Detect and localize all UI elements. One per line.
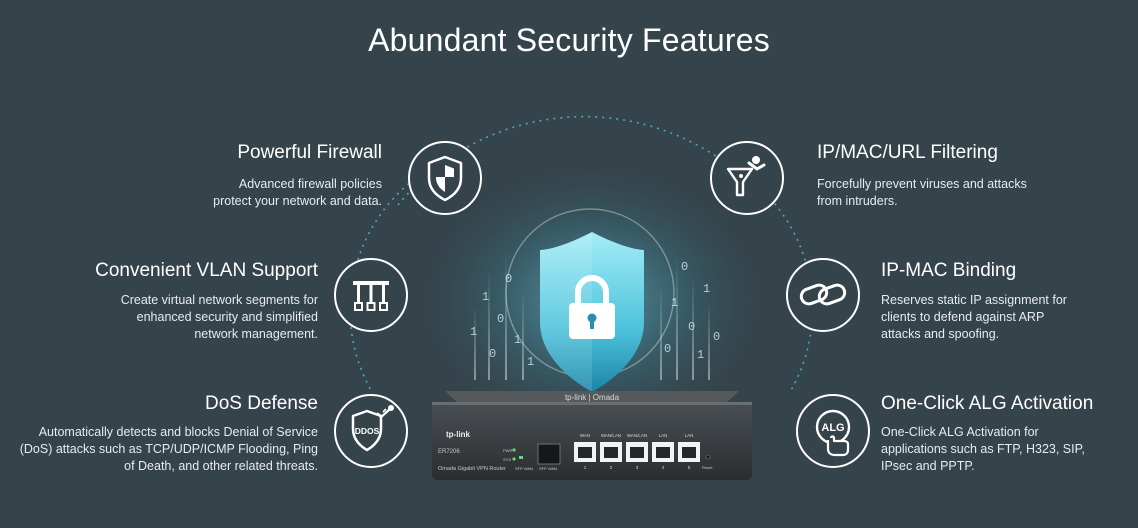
reset-pinhole — [705, 454, 711, 460]
router-top-brand: tp-link | Omada — [565, 393, 620, 402]
page-title: Abundant Security Features — [368, 22, 770, 58]
svg-text:3: 3 — [636, 465, 639, 470]
router-brand: tp-link — [446, 430, 471, 439]
svg-text:0: 0 — [681, 260, 688, 274]
feature-title: Powerful Firewall — [237, 142, 382, 163]
svg-text:DDOS: DDOS — [355, 426, 380, 436]
left-dotted-arc — [349, 174, 421, 393]
svg-text:0: 0 — [489, 347, 496, 361]
router-device: tp-link | Omada tp-link ER7206 Omada Gig… — [432, 391, 752, 480]
svg-text:1: 1 — [470, 325, 477, 339]
filtering-icon-circle — [710, 141, 784, 215]
svg-text:LAN: LAN — [659, 433, 668, 438]
feature-description: Reserves static IP assignment for client… — [881, 293, 1067, 341]
ddos-shield-icon: DDOS — [351, 405, 394, 452]
feature-title: DoS Defense — [204, 393, 318, 414]
router-model: ER7206 — [438, 449, 460, 455]
svg-text:0: 0 — [497, 312, 504, 326]
alg-click-icon: ALG — [815, 409, 851, 457]
svg-text:Reset: Reset — [702, 465, 713, 470]
svg-text:SYS: SYS — [503, 457, 511, 462]
light-rays — [474, 250, 710, 380]
svg-text:1: 1 — [671, 296, 678, 310]
svg-text:0: 0 — [688, 320, 695, 334]
svg-text:1: 1 — [527, 355, 534, 369]
svg-text:PWR: PWR — [503, 448, 512, 453]
svg-text:1: 1 — [482, 290, 489, 304]
feature-description: One-Click ALG Activation for application… — [881, 425, 1085, 473]
feature-title: IP/MAC/URL Filtering — [817, 142, 998, 163]
svg-text:LAN: LAN — [685, 433, 694, 438]
svg-text:SFP WAN: SFP WAN — [539, 466, 557, 471]
svg-text:0: 0 — [664, 342, 671, 356]
svg-text:WAN/LAN: WAN/LAN — [601, 433, 621, 438]
svg-text:2: 2 — [610, 465, 613, 470]
chain-link-icon — [799, 283, 847, 306]
central-shield-lock — [540, 232, 644, 392]
svg-text:1: 1 — [514, 333, 521, 347]
feature-description: Forcefully prevent viruses and attacks f… — [817, 177, 1027, 208]
svg-text:ALG: ALG — [821, 422, 844, 434]
svg-text:4: 4 — [662, 465, 665, 470]
svg-text:1: 1 — [697, 348, 704, 362]
alg-icon-circle: ALG — [796, 394, 870, 468]
router-subtitle: Omada Gigabit VPN Router — [438, 466, 506, 472]
svg-text:5: 5 — [688, 465, 691, 470]
vlan-network-icon — [353, 281, 389, 311]
svg-text:WAN/LAN: WAN/LAN — [627, 433, 647, 438]
feature-title: Convenient VLAN Support — [95, 260, 318, 281]
svg-text:0: 0 — [713, 330, 720, 344]
svg-text:WAN: WAN — [580, 433, 590, 438]
dos-icon-circle: DDOS — [334, 394, 408, 468]
feature-description: Create virtual network segments for enha… — [120, 293, 318, 341]
binding-icon-circle — [786, 258, 860, 332]
svg-text:SFP WAN: SFP WAN — [515, 466, 533, 471]
feature-title: One-Click ALG Activation — [881, 393, 1094, 414]
shield-icon — [427, 155, 463, 202]
funnel-icon — [726, 156, 766, 197]
firewall-icon-circle — [408, 141, 482, 215]
vlan-icon-circle — [334, 258, 408, 332]
svg-text:1: 1 — [703, 282, 710, 296]
svg-text:0: 0 — [505, 272, 512, 286]
feature-description: Advanced firewall policies protect your … — [213, 177, 382, 208]
feature-description: Automatically detects and blocks Denial … — [19, 425, 318, 473]
feature-title: IP-MAC Binding — [881, 260, 1017, 281]
svg-text:1: 1 — [584, 465, 587, 470]
